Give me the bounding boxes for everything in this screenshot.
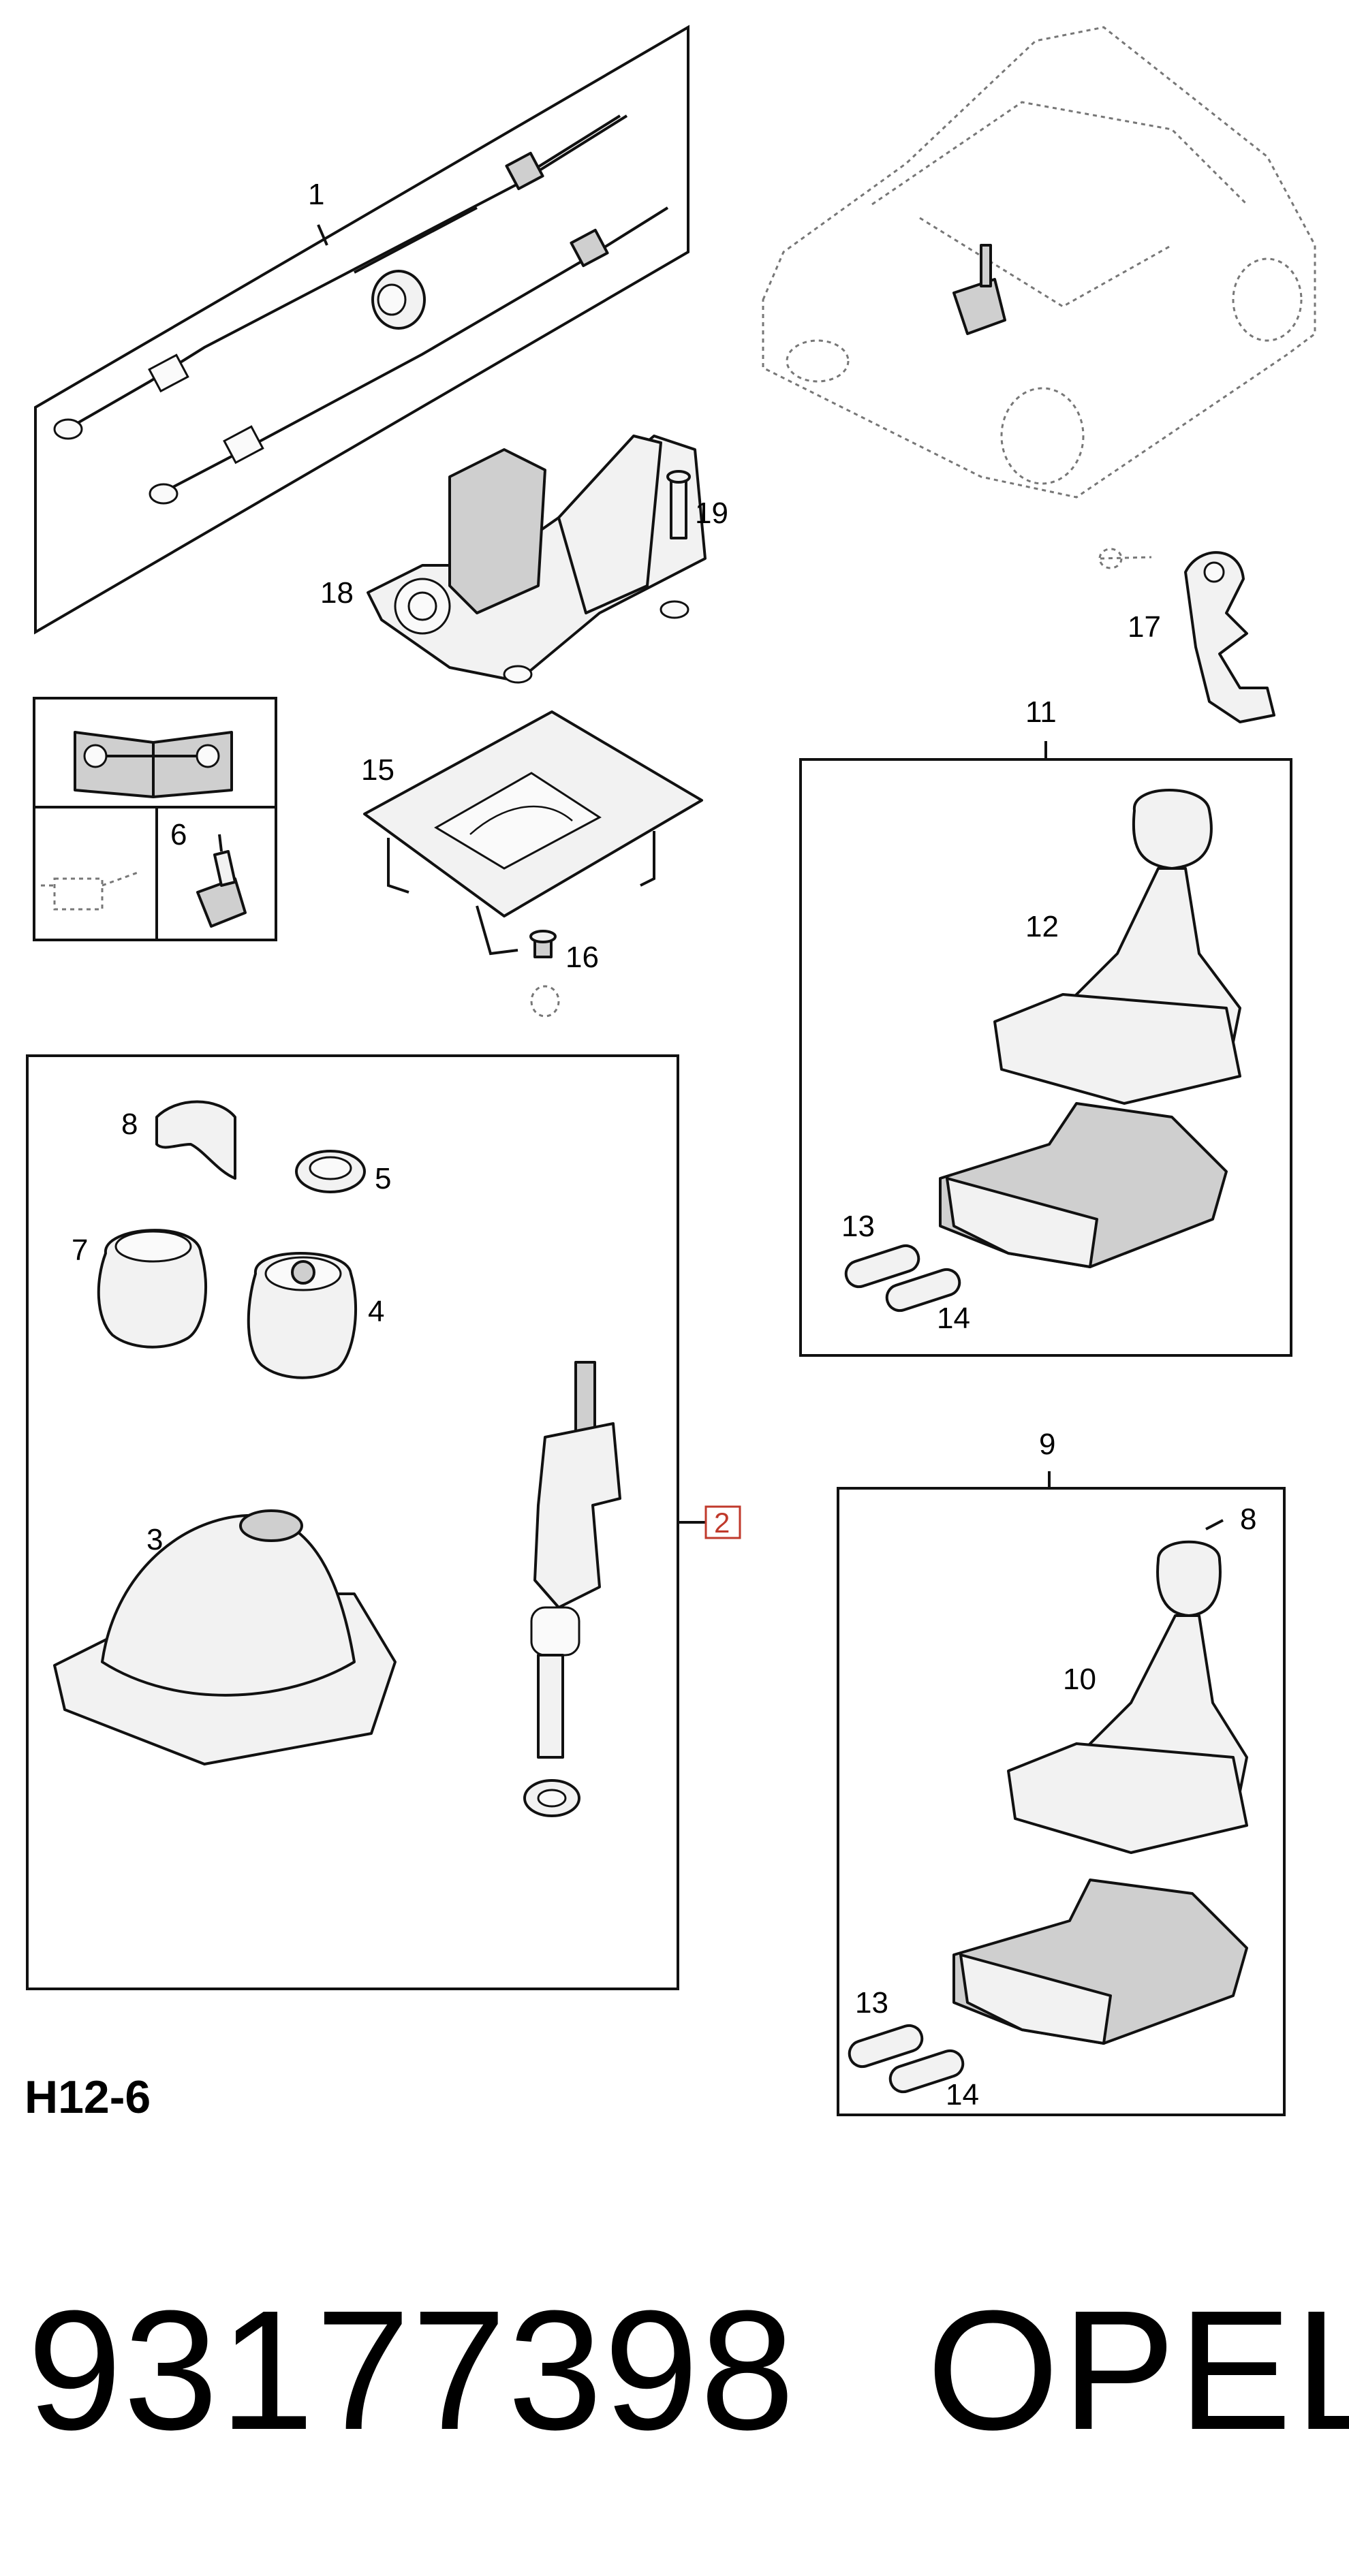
parts-13-14-cylinders — [844, 1244, 961, 1313]
callout-14-upper: 14 — [937, 1302, 970, 1335]
callout-18: 18 — [320, 576, 354, 610]
callout-2-highlight — [704, 1505, 741, 1539]
kit-11-panel — [799, 741, 1292, 1357]
callouts: 1 19 18 17 15 16 6 11 12 13 14 8 5 7 4 3… — [72, 178, 1256, 2111]
diagram-code: H12-6 — [25, 2071, 151, 2123]
car-outline — [762, 26, 1316, 499]
callout-13-lower: 13 — [855, 1986, 888, 2020]
gasket-plate — [363, 710, 703, 1018]
kit-2-panel — [26, 1054, 741, 1990]
callout-5: 5 — [375, 1162, 391, 1195]
callout-2: 2 — [714, 1507, 730, 1539]
callout-6: 6 — [170, 818, 187, 851]
parts-13-14-cylinders-lower — [848, 2024, 965, 2094]
part-number: 93177398 — [27, 2275, 796, 2465]
callout-14-lower: 14 — [946, 2078, 979, 2111]
callout-12: 12 — [1025, 910, 1059, 943]
callout-3: 3 — [146, 1523, 163, 1556]
callout-17: 17 — [1128, 610, 1161, 644]
part-2-lever — [523, 1361, 621, 1817]
callout-13-upper: 13 — [841, 1210, 875, 1243]
part-8-insert — [155, 1100, 236, 1180]
callout-16: 16 — [565, 941, 599, 974]
part-7-knob — [97, 1229, 208, 1349]
callout-8-kit: 8 — [121, 1108, 138, 1141]
callout-1: 1 — [308, 178, 324, 211]
callout-8-kit9: 8 — [1240, 1503, 1256, 1536]
kit-9-panel — [837, 1471, 1286, 2116]
lubricant-bottle-icon — [196, 834, 247, 928]
cable-assembly-panel — [34, 25, 689, 635]
callout-10: 10 — [1063, 1663, 1096, 1696]
callout-4: 4 — [368, 1295, 384, 1328]
part-17-bracket — [1098, 548, 1275, 723]
icon-legend — [33, 697, 277, 941]
callout-15: 15 — [361, 753, 394, 787]
callout-7: 7 — [72, 1234, 88, 1267]
part-3-boot — [53, 1509, 397, 1765]
callout-11: 11 — [1025, 695, 1057, 729]
shifter-base-bracket — [367, 435, 707, 684]
oil-can-icon — [41, 870, 140, 911]
callout-9: 9 — [1039, 1428, 1055, 1461]
callout-19: 19 — [695, 497, 728, 530]
manual-book-wrench-icon — [74, 731, 233, 798]
brand-name: OPEL — [927, 2275, 1349, 2465]
